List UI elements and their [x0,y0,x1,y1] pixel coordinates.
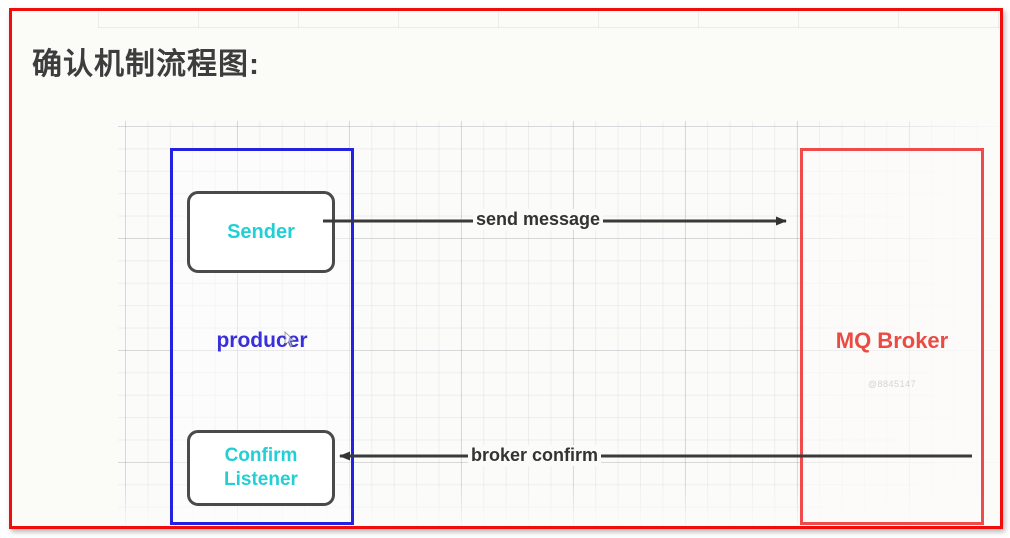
node-sender-label: Sender [227,220,295,243]
node-mq-broker-label: MQ Broker [835,328,949,353]
connector-broker-confirm-label: broker confirm [468,445,602,466]
broker-watermark: @8845147 [867,379,917,389]
top-grid-strip [98,11,1000,28]
node-confirm-listener-line1: Confirm [224,445,298,467]
node-mq-broker[interactable]: MQ Broker @8845147 [800,148,984,525]
node-sender[interactable]: Sender [187,191,335,273]
node-confirm-listener-label: Confirm Listener [224,444,298,492]
node-confirm-listener-line2: Listener [224,469,298,490]
red-highlight-frame: 确认机制流程图: producer Sender Confirm Listene… [9,8,1003,529]
mouse-cursor-icon [284,331,296,348]
producer-label: producer [216,329,308,352]
node-confirm-listener[interactable]: Confirm Listener [187,430,335,506]
slide-canvas: 确认机制流程图: producer Sender Confirm Listene… [12,11,1000,526]
connector-send-message-label: send message [473,209,604,230]
page-title: 确认机制流程图: [32,48,260,81]
